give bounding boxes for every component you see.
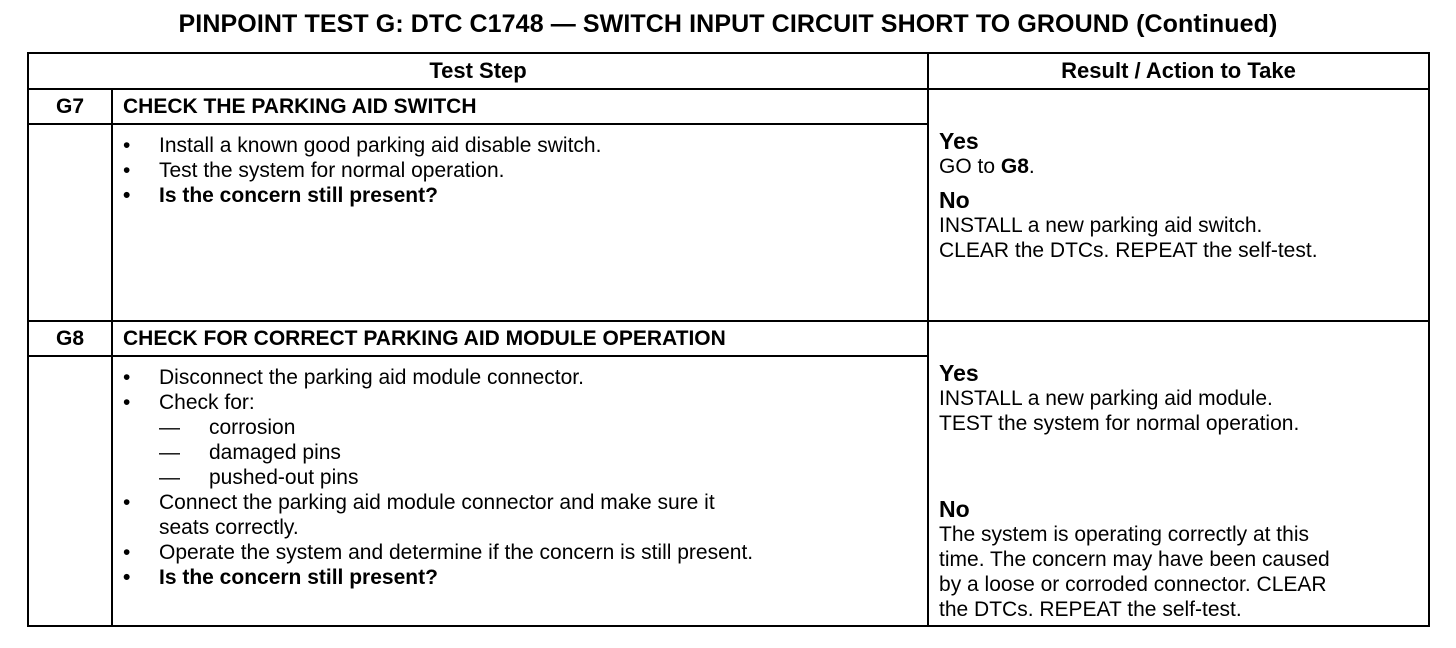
step-item: •Install a known good parking aid disabl… xyxy=(123,134,602,157)
step-item: •Connect the parking aid module connecto… xyxy=(123,491,715,539)
no-label: No xyxy=(939,496,970,522)
step-id: G8 xyxy=(27,320,113,357)
step-g8-title-row: G8 CHECK FOR CORRECT PARKING AID MODULE … xyxy=(27,320,1431,627)
step-g8-body-row: •Disconnect the parking aid module conne… xyxy=(27,355,1429,627)
step-id-spacer xyxy=(27,355,113,627)
step-g7-body: •Install a known good parking aid disabl… xyxy=(110,123,930,322)
pinpoint-test-table: Test Step Result / Action to Take G7 CHE… xyxy=(26,52,1431,627)
step-item: •Check for: —corrosion —damaged pins —pu… xyxy=(113,390,927,490)
no-action-line: CLEAR the DTCs. REPEAT the self-test. xyxy=(939,239,1318,262)
page-title: PINPOINT TEST G: DTC C1748 — SWITCH INPU… xyxy=(178,10,1278,38)
step-question: •Is the concern still present? xyxy=(123,566,438,589)
yes-action: GO to G8. xyxy=(939,155,1035,178)
sub-item: —pushed-out pins xyxy=(159,466,359,489)
header-test-step: Test Step xyxy=(26,52,930,90)
step-g8-body: •Disconnect the parking aid module conne… xyxy=(110,355,930,627)
step-item: •Test the system for normal operation. xyxy=(123,159,505,182)
step-title: CHECK THE PARKING AID SWITCH xyxy=(110,88,930,125)
table-header-row: Test Step Result / Action to Take xyxy=(26,52,1431,90)
header-result: Result / Action to Take xyxy=(927,52,1431,90)
sub-item: —damaged pins xyxy=(159,441,341,464)
no-action-line: INSTALL a new parking aid switch. xyxy=(939,214,1263,237)
yes-label: Yes xyxy=(939,360,979,386)
step-id-spacer xyxy=(27,123,113,322)
step-item: •Disconnect the parking aid module conne… xyxy=(123,366,584,389)
sub-item: —corrosion xyxy=(159,416,296,439)
yes-label: Yes xyxy=(939,128,979,154)
yes-action-line: TEST the system for normal operation. xyxy=(939,412,1300,435)
step-question: •Is the concern still present? xyxy=(123,184,438,207)
yes-action-line: INSTALL a new parking aid module. xyxy=(939,387,1273,410)
no-label: No xyxy=(939,187,970,213)
no-action-line: by a loose or corroded connector. CLEAR xyxy=(939,573,1327,596)
step-item: •Operate the system and determine if the… xyxy=(123,541,754,564)
no-action-line: the DTCs. REPEAT the self-test. xyxy=(939,598,1242,621)
step-g8-result: Yes INSTALL a new parking aid module. TE… xyxy=(927,320,1431,627)
step-title: CHECK FOR CORRECT PARKING AID MODULE OPE… xyxy=(110,320,930,357)
step-g7-result: Yes GO to G8. No INSTALL a new parking a… xyxy=(927,88,1431,322)
step-g7-title-row: G7 CHECK THE PARKING AID SWITCH Yes GO t… xyxy=(27,88,1431,322)
step-id: G7 xyxy=(27,88,113,125)
no-action-line: time. The concern may have been caused xyxy=(939,548,1330,571)
step-g7-body-row: •Install a known good parking aid disabl… xyxy=(27,123,1429,322)
no-action-line: The system is operating correctly at thi… xyxy=(939,523,1309,546)
